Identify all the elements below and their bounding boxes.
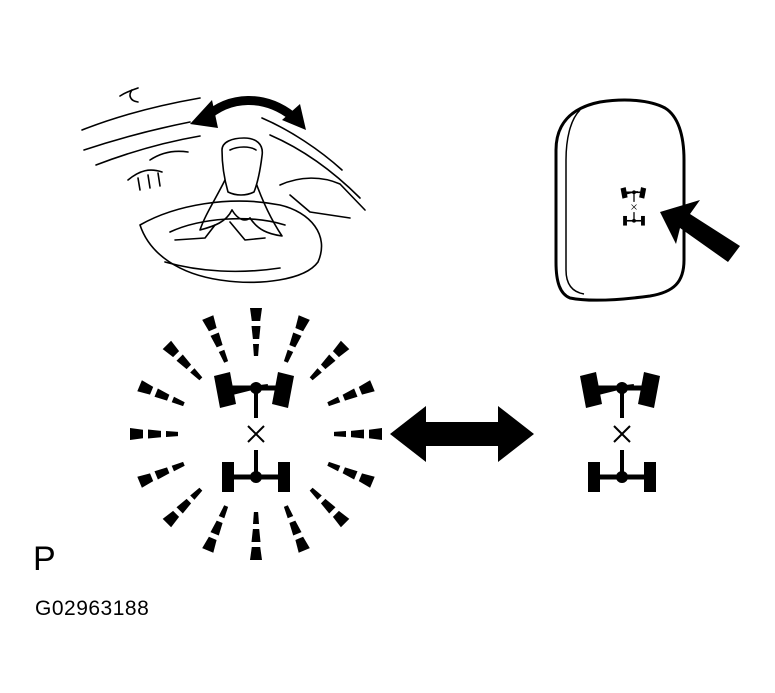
blink-ray-segment [327, 396, 341, 407]
blink-ray-segment [253, 344, 259, 356]
blink-ray-segment [358, 380, 375, 395]
blink-ray-segment [342, 388, 358, 401]
blink-ray-segment [309, 368, 322, 381]
pointer-arrow-icon [660, 200, 740, 262]
blink-ray-segment [202, 315, 217, 332]
blink-ray-segment [253, 512, 259, 524]
blink-ray-segment [334, 431, 346, 437]
blink-ray-segment [251, 326, 261, 339]
blink-ray-segment [148, 429, 161, 439]
blink-ray-segment [162, 340, 180, 358]
blink-ray-segment [137, 380, 154, 395]
blink-ray-segment [176, 354, 192, 370]
blink-ray-segment [283, 505, 294, 519]
position-letter-label: P [33, 540, 56, 578]
blink-ray-segment [342, 467, 358, 480]
blink-ray-segment [176, 498, 192, 514]
blink-ray-segment [130, 428, 143, 440]
blink-ray-segment [250, 308, 262, 321]
blink-ray-segment [351, 429, 364, 439]
blink-ray-segment [137, 473, 154, 488]
blink-ray-segment [166, 431, 178, 437]
blink-ray-segment [154, 467, 170, 480]
blink-ray-segment [320, 354, 336, 370]
blink-ray-segment [171, 396, 185, 407]
blink-ray-segment [295, 315, 310, 332]
blink-ray-segment [250, 547, 262, 560]
blink-ray-segment [358, 473, 375, 488]
blink-ray-segment [162, 510, 180, 528]
blink-ray-segment [218, 349, 229, 363]
transfer-shift-lever-icon [81, 87, 366, 284]
blink-ray-segment [190, 368, 203, 381]
blink-ray-segment [210, 332, 223, 348]
blink-ray-segment [327, 461, 341, 472]
blink-ray-segment [251, 529, 261, 542]
blink-ray-segment [320, 498, 336, 514]
blink-ray-segment [154, 388, 170, 401]
blink-ray-segment [171, 461, 185, 472]
blink-ray-segment [210, 520, 223, 536]
blink-ray-segment [190, 487, 203, 500]
shift-motion-arrow-icon [190, 96, 306, 130]
figure-code-label: G02963188 [35, 597, 150, 620]
blink-ray-segment [202, 536, 217, 553]
blink-ray-segment [332, 340, 350, 358]
blink-ray-segment [283, 349, 294, 363]
4wd-drivetrain-steady-icon [580, 372, 660, 492]
blink-ray-segment [369, 428, 382, 440]
double-arrow-icon [390, 406, 534, 462]
blink-ray-segment [309, 487, 322, 500]
blink-ray-segment [218, 505, 229, 519]
blink-ray-segment [289, 332, 302, 348]
blink-ray-segment [295, 536, 310, 553]
blink-ray-segment [289, 520, 302, 536]
4wd-drivetrain-blinking-icon [130, 308, 382, 560]
blink-ray-segment [332, 510, 350, 528]
indicator-panel-icon [554, 98, 686, 302]
